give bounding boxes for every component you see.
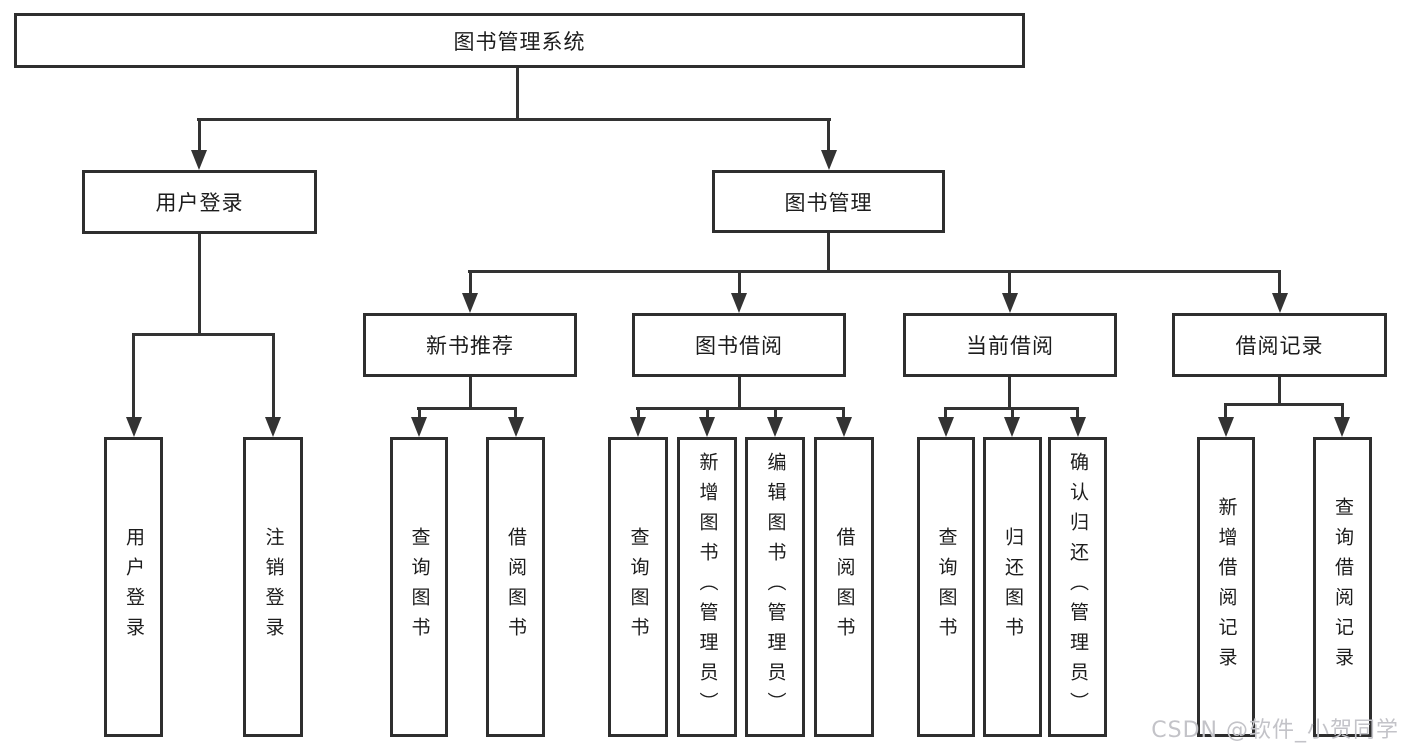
- leaf-recommend-borrow-books: 借阅图书: [486, 437, 545, 737]
- node-label: 注销登录: [262, 527, 285, 647]
- arrow-down-icon: [1002, 293, 1018, 313]
- node-label: 借阅记录: [1235, 334, 1324, 358]
- connector-line: [132, 333, 275, 336]
- arrow-down-icon: [767, 417, 783, 437]
- node-new-book-recommend: 新书推荐: [363, 313, 577, 377]
- connector-line: [1008, 270, 1011, 293]
- leaf-recommend-query-books: 查询图书: [390, 437, 448, 737]
- connector-line: [198, 234, 201, 333]
- leaf-current-confirm-return-admin: 确认归还（管理员）: [1048, 437, 1107, 737]
- node-label: 图书管理: [784, 190, 873, 215]
- node-label: 归还图书: [1001, 527, 1024, 647]
- arrow-down-icon: [462, 293, 478, 313]
- node-label: 借阅图书: [504, 527, 527, 647]
- connector-line: [198, 118, 201, 150]
- node-label: 借阅图书: [833, 527, 856, 647]
- connector-line: [827, 118, 830, 150]
- node-label: 查询图书: [935, 527, 958, 647]
- node-label: 用户登录: [155, 191, 244, 215]
- arrow-down-icon: [821, 150, 837, 170]
- node-label: 新增借阅记录: [1215, 497, 1238, 677]
- node-label: 图书管理系统: [453, 29, 586, 54]
- connector-line: [514, 407, 517, 417]
- node-borrow-records: 借阅记录: [1172, 313, 1387, 377]
- node-label: 查询图书: [408, 527, 431, 647]
- leaf-user-login: 用户登录: [104, 437, 163, 737]
- connector-line: [1076, 407, 1079, 417]
- connector-line: [842, 407, 845, 417]
- connector-line: [637, 407, 640, 417]
- connector-line: [738, 270, 741, 293]
- connector-line: [417, 407, 517, 410]
- connector-line: [706, 407, 709, 417]
- arrow-down-icon: [938, 417, 954, 437]
- leaf-records-add-record: 新增借阅记录: [1197, 437, 1255, 737]
- arrow-down-icon: [731, 293, 747, 313]
- connector-line: [272, 333, 275, 417]
- connector-line: [827, 233, 830, 270]
- connector-line: [469, 270, 472, 293]
- leaf-borrow-edit-books-admin: 编辑图书（管理员）: [745, 437, 805, 737]
- arrow-down-icon: [1272, 293, 1288, 313]
- connector-line: [468, 270, 1281, 273]
- connector-line: [1224, 403, 1227, 417]
- leaf-borrow-add-books-admin: 新增图书（管理员）: [677, 437, 737, 737]
- arrow-down-icon: [126, 417, 142, 437]
- arrow-down-icon: [1334, 417, 1350, 437]
- node-user-login: 用户登录: [82, 170, 317, 234]
- arrow-down-icon: [699, 417, 715, 437]
- node-label: 新书推荐: [426, 334, 514, 358]
- node-label: 用户登录: [122, 527, 145, 647]
- arrow-down-icon: [836, 417, 852, 437]
- connector-line: [774, 407, 777, 417]
- arrow-down-icon: [508, 417, 524, 437]
- connector-line: [418, 407, 421, 417]
- leaf-records-query-record: 查询借阅记录: [1313, 437, 1372, 737]
- arrow-down-icon: [1070, 417, 1086, 437]
- node-label: 当前借阅: [966, 334, 1054, 358]
- connector-line: [944, 407, 947, 417]
- connector-line: [132, 333, 135, 417]
- connector-line: [738, 377, 741, 407]
- node-label: 查询图书: [627, 527, 650, 647]
- node-label: 新增图书（管理员）: [696, 452, 719, 722]
- leaf-current-return-books: 归还图书: [983, 437, 1042, 737]
- watermark: CSDN @软件_小贺同学: [1151, 718, 1399, 743]
- connector-line: [516, 68, 519, 118]
- node-label: 编辑图书（管理员）: [764, 452, 787, 722]
- node-label: 图书借阅: [695, 334, 783, 358]
- node-book-management: 图书管理: [712, 170, 945, 233]
- connector-line: [1278, 377, 1281, 403]
- connector-line: [1008, 377, 1011, 407]
- arrow-down-icon: [411, 417, 427, 437]
- arrow-down-icon: [191, 150, 207, 170]
- arrow-down-icon: [1218, 417, 1234, 437]
- arrow-down-icon: [265, 417, 281, 437]
- leaf-logout: 注销登录: [243, 437, 303, 737]
- connector-line: [1341, 403, 1344, 417]
- node-label: 确认归还（管理员）: [1066, 452, 1089, 722]
- node-label: 查询借阅记录: [1331, 497, 1354, 677]
- connector-line: [197, 118, 831, 121]
- arrow-down-icon: [1004, 417, 1020, 437]
- leaf-borrow-borrow-books: 借阅图书: [814, 437, 874, 737]
- arrow-down-icon: [630, 417, 646, 437]
- node-root: 图书管理系统: [14, 13, 1025, 68]
- connector-line: [1278, 270, 1281, 293]
- connector-line: [636, 407, 845, 410]
- node-current-borrow: 当前借阅: [903, 313, 1117, 377]
- leaf-current-query-books: 查询图书: [917, 437, 975, 737]
- node-book-borrow: 图书借阅: [632, 313, 846, 377]
- connector-line: [469, 377, 472, 407]
- leaf-borrow-query-books: 查询图书: [608, 437, 668, 737]
- connector-line: [1224, 403, 1344, 406]
- connector-line: [1011, 407, 1014, 417]
